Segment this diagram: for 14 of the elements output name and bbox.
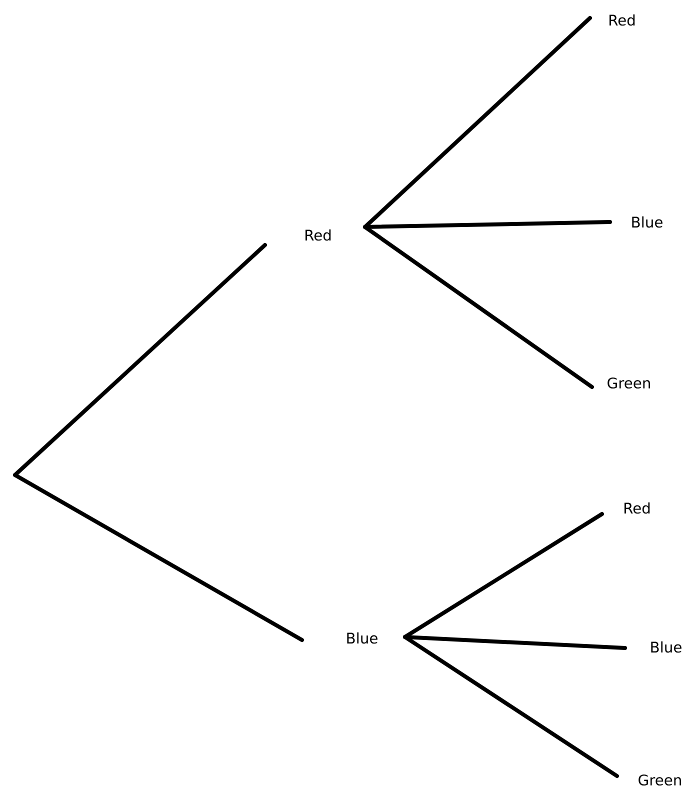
branch-label: Blue — [632, 216, 662, 228]
branch-label: Green — [608, 377, 650, 389]
branch-label: Blue — [651, 641, 682, 653]
branch-label: Green — [638, 774, 681, 786]
branch-label: Red — [306, 229, 331, 241]
branch-line — [363, 220, 612, 229]
branch-line — [403, 635, 627, 650]
branch-label: Red — [624, 502, 650, 514]
branch-label: Red — [610, 14, 635, 26]
branch-line — [363, 225, 594, 389]
branch-line — [403, 635, 619, 778]
branch-label: Blue — [347, 632, 378, 644]
branch-line — [13, 243, 267, 477]
branch-line — [13, 473, 304, 642]
